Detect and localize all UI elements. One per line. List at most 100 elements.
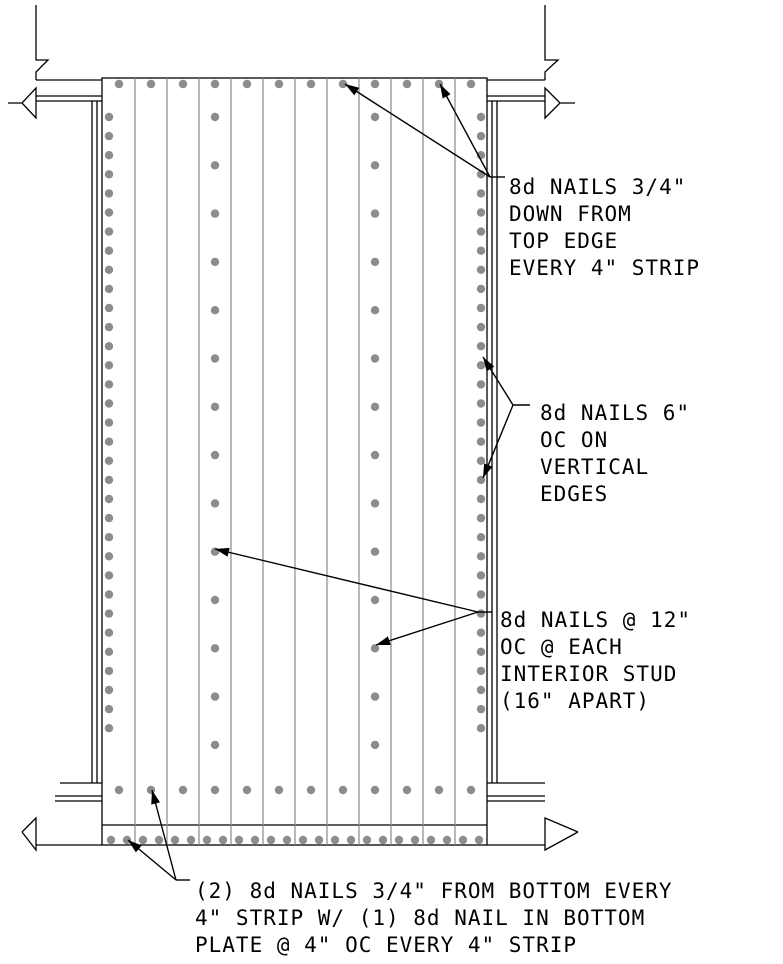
nail-right-edge-2 xyxy=(476,131,486,141)
nail-top-8 xyxy=(338,79,348,89)
note-bottom-line-2: 4" STRIP W/ (1) 8d NAIL IN BOTTOM xyxy=(195,906,645,930)
nail-stud-a-14 xyxy=(210,740,220,750)
nail-left-edge-24 xyxy=(104,552,114,561)
nail-plate-12 xyxy=(282,835,292,845)
leader-interior-2 xyxy=(375,611,479,646)
nail-left-edge-15 xyxy=(104,380,114,389)
nail-plate-2 xyxy=(122,835,132,845)
nail-right-edge-22 xyxy=(476,513,486,523)
nail-stud-b-11 xyxy=(370,595,380,605)
nail-right-edge-26 xyxy=(476,590,486,599)
nail-left-edge-33 xyxy=(104,724,114,733)
note-top-edge-line-3: TOP EDGE xyxy=(509,229,618,253)
nail-stud-b-14 xyxy=(370,740,380,750)
nail-right-edge-5 xyxy=(476,189,486,198)
wall-framing xyxy=(8,5,579,852)
note-interior-stud: 8d NAILS @ 12" OC @ EACH INTERIOR STUD (… xyxy=(500,608,705,713)
nail-right-edge-12 xyxy=(476,322,486,332)
nail-stud-a-8 xyxy=(210,450,220,460)
note-interior-stud-line-4: (16" APART) xyxy=(500,689,650,713)
nail-right-edge-7 xyxy=(476,227,486,236)
nail-left-edge-19 xyxy=(104,456,114,465)
nail-plate-5 xyxy=(170,835,180,845)
nail-left-edge-30 xyxy=(104,666,114,676)
nail-plate-17 xyxy=(362,835,372,845)
nail-plate-14 xyxy=(314,835,324,845)
nail-left-edge-29 xyxy=(104,647,114,656)
nail-right-edge-11 xyxy=(476,303,486,313)
nail-right-edge-15 xyxy=(476,380,486,389)
nail-plate-11 xyxy=(266,835,276,845)
arrowhead-top-2 xyxy=(440,84,451,99)
nail-plate-9 xyxy=(234,835,244,845)
nail-plate-18 xyxy=(378,835,388,845)
nail-stud-b-13 xyxy=(370,692,380,701)
nail-right-edge-21 xyxy=(476,494,486,504)
nail-left-edge-12 xyxy=(104,322,114,332)
nail-stud-a-9 xyxy=(210,499,220,508)
nail-top-10 xyxy=(402,79,412,89)
nail-left-edge-4 xyxy=(104,170,114,179)
nail-left-edge-21 xyxy=(104,494,114,504)
nail-bottom-row-4 xyxy=(210,785,220,795)
nail-right-edge-27 xyxy=(476,609,486,618)
nail-left-edge-1 xyxy=(104,112,114,122)
nail-right-edge-6 xyxy=(476,208,486,217)
nail-stud-a-2 xyxy=(210,161,220,170)
nail-right-edge-24 xyxy=(476,552,486,561)
nail-left-edge-17 xyxy=(104,418,114,427)
nail-left-edge-22 xyxy=(104,513,114,523)
nail-bottom-row-12 xyxy=(466,785,476,795)
nail-stud-b-8 xyxy=(370,450,380,460)
arrowhead-bottom-2 xyxy=(151,790,160,805)
nail-left-edge-5 xyxy=(104,189,114,198)
nail-top-6 xyxy=(274,79,284,89)
nail-bottom-row-5 xyxy=(242,785,252,795)
left-upper-wall-line xyxy=(35,5,50,80)
nail-left-edge-13 xyxy=(104,342,114,351)
nail-right-edge-25 xyxy=(476,571,486,580)
note-top-edge-line-4: EVERY 4" STRIP xyxy=(509,256,700,280)
nail-plate-22 xyxy=(442,835,452,845)
nail-left-edge-25 xyxy=(104,571,114,580)
nail-bottom-row-1 xyxy=(114,785,124,795)
note-vertical-edges-line-2: OC ON xyxy=(540,428,608,452)
nail-left-edge-3 xyxy=(104,151,114,160)
nail-plate-7 xyxy=(202,835,212,845)
nail-plate-15 xyxy=(330,835,340,845)
nail-right-edge-31 xyxy=(476,685,486,695)
leader-top-1 xyxy=(344,83,491,178)
leader-top-2 xyxy=(439,83,491,178)
arrowhead-top-1 xyxy=(345,84,360,96)
nail-plate-13 xyxy=(298,835,308,845)
nail-plate-20 xyxy=(410,835,420,845)
nail-left-edge-6 xyxy=(104,208,114,217)
nail-left-edge-27 xyxy=(104,609,114,618)
nail-bottom-row-6 xyxy=(274,785,284,795)
nail-right-edge-8 xyxy=(476,246,486,255)
nail-plate-6 xyxy=(186,835,196,845)
nail-right-edge-14 xyxy=(476,361,486,370)
leader-interior-1 xyxy=(214,548,479,613)
leader-bottom-2 xyxy=(151,789,177,881)
nail-left-edge-26 xyxy=(104,590,114,599)
note-vertical-edges-line-3: VERTICAL xyxy=(540,455,649,479)
leader-lines xyxy=(127,83,530,881)
nail-stud-b-7 xyxy=(370,402,380,411)
arrowhead-vertical-2 xyxy=(483,463,493,478)
note-bottom-line-3: PLATE @ 4" OC EVERY 4" STRIP xyxy=(195,933,577,957)
nail-right-edge-30 xyxy=(476,666,486,676)
nail-bottom-row-7 xyxy=(306,785,316,795)
nail-bottom-row-8 xyxy=(338,785,348,795)
nail-bottom-row-3 xyxy=(178,785,188,795)
nail-right-edge-9 xyxy=(476,265,486,274)
sheathing-strips xyxy=(134,78,456,845)
nail-top-1 xyxy=(114,79,124,89)
nail-stud-b-5 xyxy=(370,306,380,315)
note-top-edge-line-1: 8d NAILS 3/4" xyxy=(509,175,686,199)
note-top-edge: 8d NAILS 3/4" DOWN FROM TOP EDGE EVERY 4… xyxy=(509,175,700,280)
note-vertical-edges-line-4: EDGES xyxy=(540,482,608,506)
nail-right-edge-19 xyxy=(476,456,486,465)
nail-stud-b-10 xyxy=(370,547,380,556)
nail-stud-a-4 xyxy=(210,257,220,267)
